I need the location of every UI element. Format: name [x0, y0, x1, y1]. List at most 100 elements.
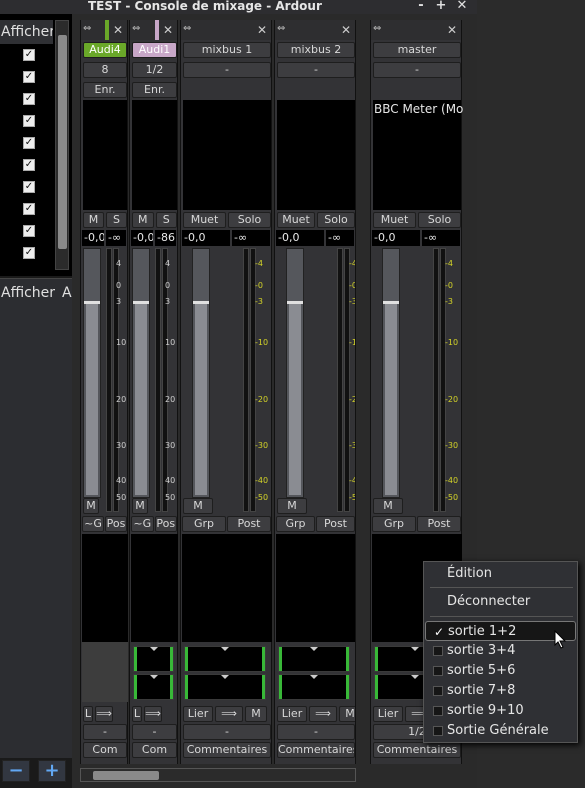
panner-control[interactable] — [133, 646, 174, 672]
hide-strip-icon[interactable]: ✕ — [446, 23, 458, 37]
mute-button[interactable]: Muet — [373, 212, 416, 228]
output-button[interactable]: - — [83, 724, 127, 740]
mute-button[interactable]: Muet — [183, 212, 226, 228]
width-toggle-icon[interactable]: ⇔ — [277, 23, 286, 34]
comments-button[interactable]: Commentaires — [277, 742, 355, 758]
strips-show-column-header[interactable]: Afficher — [0, 20, 53, 44]
meter-post-button[interactable]: Pos — [105, 516, 127, 532]
meter-point-button[interactable]: M — [132, 498, 148, 514]
gain-fader[interactable] — [286, 248, 304, 498]
output-route-button[interactable]: ⟹ — [215, 706, 243, 722]
group-button[interactable]: Grp — [372, 516, 416, 532]
groups-active-column-header[interactable]: A — [62, 285, 72, 301]
menu-item[interactable]: sortie 9+10 — [425, 701, 576, 721]
width-toggle-icon[interactable]: ⇔ — [183, 23, 192, 34]
solo-button[interactable]: Solo — [228, 212, 271, 228]
menu-item[interactable]: Déconnecter — [425, 592, 576, 612]
group-button[interactable]: ~G — [82, 516, 104, 532]
strip-visible-checkbox[interactable]: ✓ — [23, 247, 35, 259]
scrollbar-thumb[interactable] — [93, 771, 159, 780]
strip-visible-checkbox[interactable]: ✓ — [23, 93, 35, 105]
strip-visible-checkbox[interactable]: ✓ — [23, 49, 35, 61]
mixer-horizontal-scrollbar[interactable] — [80, 768, 356, 782]
output-button[interactable]: - — [277, 724, 355, 740]
output-button[interactable]: - — [183, 724, 271, 740]
strips-list-scrollbar[interactable] — [55, 20, 69, 270]
groups-show-column-header[interactable]: Afficher — [1, 285, 56, 301]
group-button[interactable]: Grp — [276, 516, 315, 532]
width-toggle-icon[interactable]: ⇔ — [83, 23, 92, 34]
mute-button[interactable]: M — [132, 212, 154, 228]
panner-control[interactable] — [184, 646, 266, 672]
strip-visible-checkbox[interactable]: ✓ — [23, 225, 35, 237]
width-toggle-icon[interactable]: ⇔ — [132, 23, 141, 34]
menu-item[interactable]: ✓sortie 1+2 — [425, 621, 576, 641]
gain-fader[interactable] — [382, 248, 400, 498]
peak-display[interactable]: -86 — [155, 230, 176, 246]
link-button[interactable]: Lier — [373, 706, 403, 722]
meter-point-button[interactable]: M — [277, 498, 307, 514]
gain-entry[interactable]: -0,0 — [131, 230, 153, 246]
comments-button[interactable]: Com — [132, 742, 177, 758]
scrollbar-thumb[interactable] — [58, 35, 67, 249]
menu-item[interactable]: Édition — [425, 564, 576, 584]
input-button[interactable]: - — [373, 62, 461, 78]
strip-visible-checkbox[interactable]: ✓ — [23, 203, 35, 215]
panner-control[interactable] — [133, 674, 174, 700]
comments-button[interactable]: Commentaires — [183, 742, 271, 758]
menu-item[interactable]: sortie 5+6 — [425, 661, 576, 681]
group-button[interactable]: Grp — [182, 516, 226, 532]
link-button[interactable]: Lier — [183, 706, 213, 722]
plugin-bbc-meter[interactable]: BBC Meter (Mo — [374, 102, 464, 116]
mute-button[interactable]: Muet — [277, 212, 315, 228]
width-toggle-icon[interactable]: ⇔ — [373, 23, 382, 34]
solo-button[interactable]: Solo — [317, 212, 355, 228]
record-arm-button[interactable]: Enr. — [83, 82, 127, 98]
output-button[interactable]: - — [132, 724, 177, 740]
panner-control[interactable] — [278, 646, 350, 672]
input-button[interactable]: 1/2 — [132, 62, 177, 78]
panner-control[interactable] — [184, 674, 266, 700]
menu-item[interactable]: sortie 3+4 — [425, 641, 576, 661]
output-route-button[interactable]: ⟹ — [309, 706, 337, 722]
peak-display[interactable]: -∞ — [106, 230, 126, 246]
gain-entry[interactable]: -0,0 — [276, 230, 324, 246]
strip-visible-checkbox[interactable]: ✓ — [23, 115, 35, 127]
link-button[interactable]: Lier — [277, 706, 307, 722]
add-group-button[interactable]: + — [38, 760, 66, 782]
panner-control[interactable] — [278, 674, 350, 700]
strip-name-button[interactable]: master — [373, 42, 461, 58]
gain-entry[interactable]: -0,0 — [182, 230, 230, 246]
hide-strip-icon[interactable]: ✕ — [256, 23, 268, 37]
meter-point-button[interactable]: M — [83, 498, 99, 514]
strip-name-button[interactable]: mixbus 2 — [277, 42, 355, 58]
group-button[interactable]: ~G — [131, 516, 154, 532]
record-arm-button[interactable]: Enr. — [132, 82, 177, 98]
monitor-button[interactable]: M — [245, 706, 267, 722]
strip-name-button[interactable]: Audi4 — [83, 42, 127, 58]
peak-display[interactable]: -∞ — [422, 230, 460, 246]
processor-box[interactable] — [183, 100, 271, 210]
remove-group-button[interactable]: − — [2, 760, 30, 782]
strip-visible-checkbox[interactable]: ✓ — [23, 181, 35, 193]
menu-item[interactable]: sortie 7+8 — [425, 681, 576, 701]
comments-button[interactable]: Com — [83, 742, 127, 758]
strip-visible-checkbox[interactable]: ✓ — [23, 159, 35, 171]
comments-button[interactable]: Commentaires — [373, 742, 461, 758]
solo-button[interactable]: Solo — [418, 212, 461, 228]
mute-button[interactable]: M — [83, 212, 104, 228]
processor-box[interactable]: BBC Meter (Mo — [373, 100, 464, 210]
input-button[interactable]: - — [277, 62, 355, 78]
meter-post-button[interactable]: Pos — [154, 516, 177, 532]
minimize-icon[interactable]: - — [418, 0, 424, 13]
solo-button[interactable]: S — [106, 212, 127, 228]
hide-strip-icon[interactable]: ✕ — [340, 23, 352, 37]
hide-strip-icon[interactable]: ✕ — [162, 23, 174, 37]
output-route-button[interactable]: ⟹ — [144, 706, 162, 722]
gain-fader[interactable] — [83, 248, 101, 498]
maximize-icon[interactable]: + — [435, 0, 447, 13]
processor-box[interactable] — [83, 100, 127, 210]
input-button[interactable]: - — [183, 62, 271, 78]
strip-name-button[interactable]: mixbus 1 — [183, 42, 271, 58]
meter-post-button[interactable]: Post — [227, 516, 271, 532]
